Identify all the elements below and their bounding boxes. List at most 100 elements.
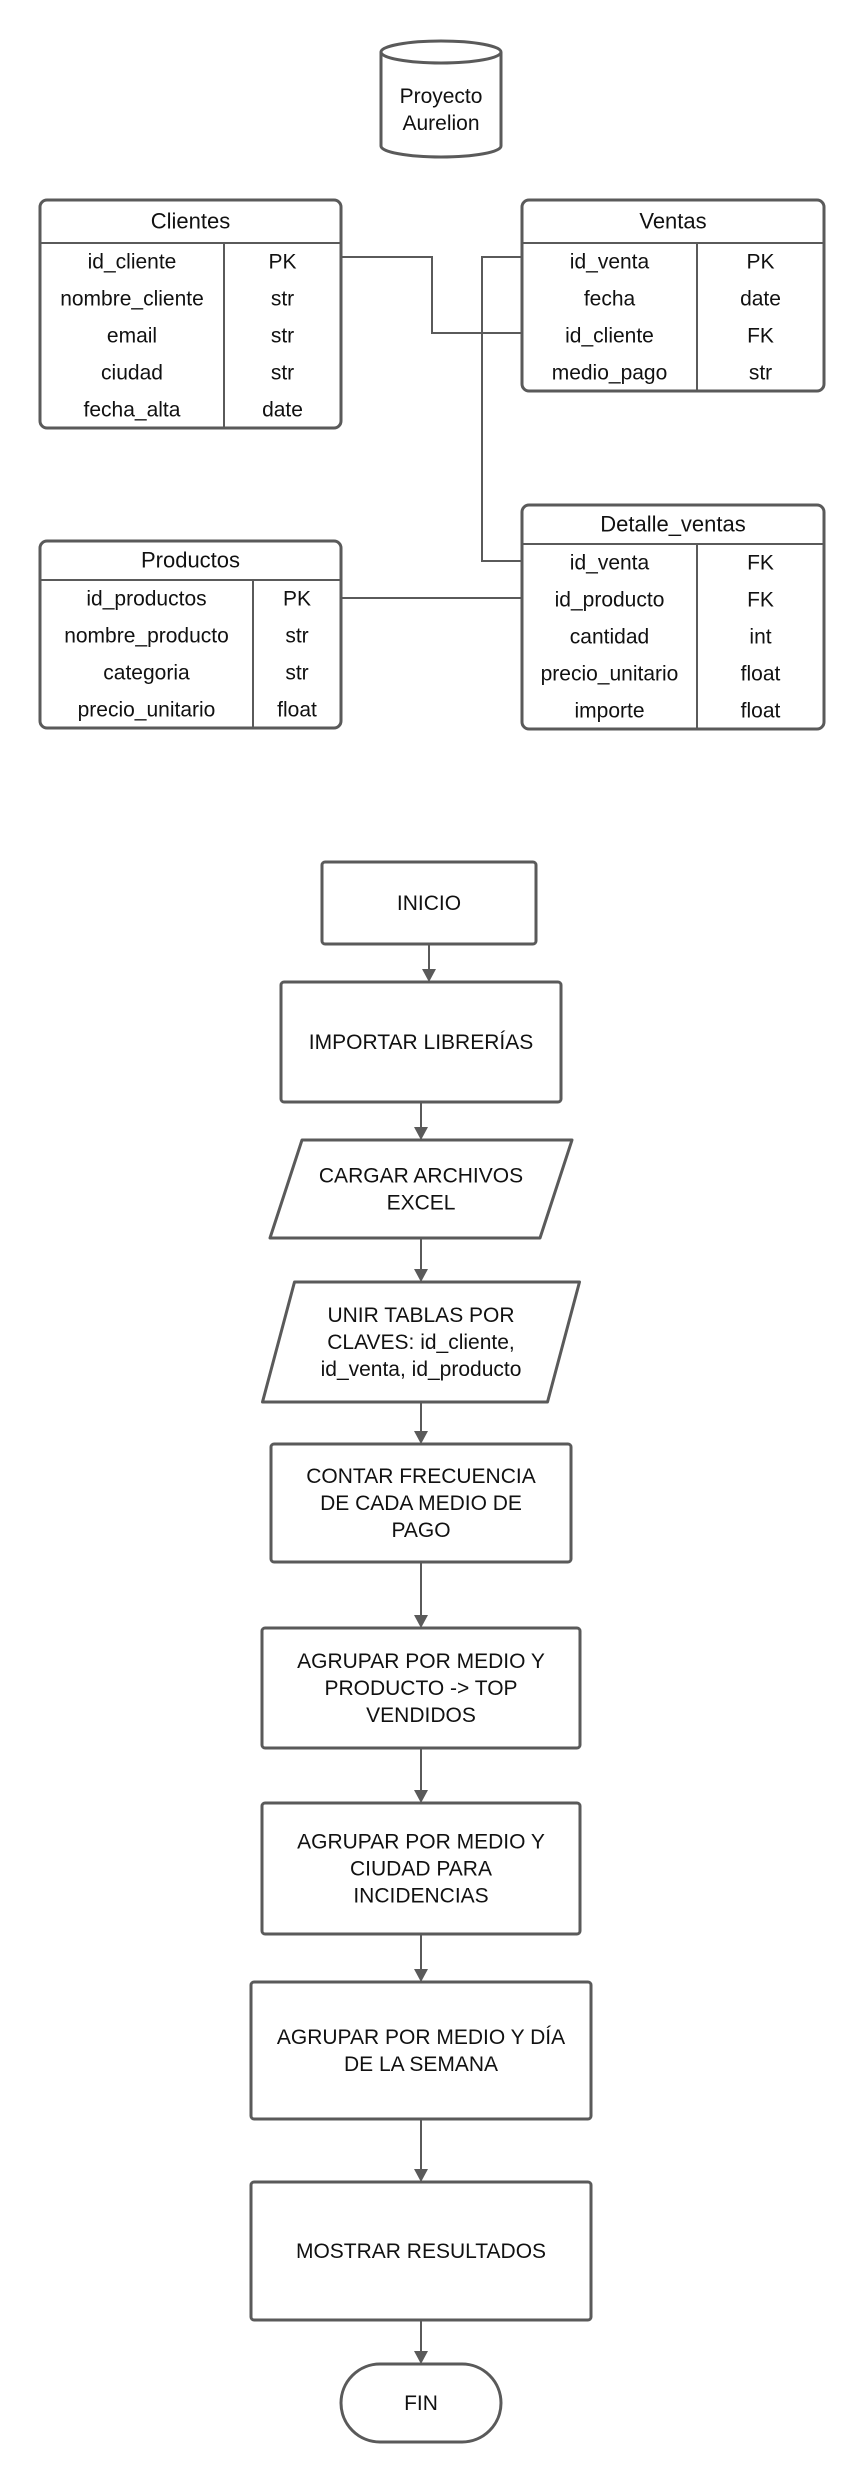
- field-name: cantidad: [570, 626, 649, 649]
- flow-arrow: [414, 1238, 428, 1282]
- flow-step-6: AGRUPAR POR MEDIO Y PRODUCTO -> TOP VENDID…: [260, 1626, 582, 1750]
- table-frame: [520, 503, 826, 731]
- table-title: Productos: [141, 548, 240, 573]
- flow-arrow: [414, 1748, 428, 1803]
- flow-arrow: [414, 2320, 428, 2364]
- step-label: MOSTRAR RESULTADOS: [296, 2240, 546, 2263]
- field-name: nombre_cliente: [60, 288, 204, 311]
- step-label: VENDIDOS: [366, 1704, 476, 1727]
- field-name: precio_unitario: [78, 699, 216, 722]
- table-title: Clientes: [151, 209, 230, 234]
- io-shape: [268, 1138, 574, 1240]
- flow-arrow: [414, 1562, 428, 1628]
- field-name: id_cliente: [88, 251, 177, 274]
- flow-arrow: [422, 944, 436, 982]
- arrow-head: [414, 1615, 428, 1628]
- step-label: AGRUPAR POR MEDIO Y DÍA: [277, 2026, 565, 2049]
- terminator-shape: [339, 2362, 503, 2444]
- arrow-head: [414, 1269, 428, 1282]
- table-ventas: Ventas id_venta PK fecha date id_cliente FK med…: [520, 198, 826, 393]
- table-frame: [38, 198, 343, 430]
- field-type: str: [271, 362, 294, 385]
- step-label: CIUDAD PARA: [350, 1858, 492, 1881]
- field-type: PK: [283, 588, 311, 611]
- flow-step-2: IMPORTAR LIBRERÍAS: [279, 980, 563, 1104]
- field-name: nombre_producto: [64, 625, 229, 648]
- step-label: UNIR TABLAS POR: [327, 1304, 514, 1327]
- step-label: id_venta, id_producto: [321, 1358, 522, 1381]
- database-label-line-1: Proyecto: [400, 85, 483, 108]
- arrow-head: [414, 2169, 428, 2182]
- field-type: PK: [268, 251, 296, 274]
- field-type: FK: [747, 552, 774, 575]
- field-type: PK: [746, 251, 774, 274]
- step-label: CLAVES: id_cliente,: [327, 1331, 515, 1354]
- field-name: id_venta: [570, 552, 650, 575]
- field-name: id_productos: [86, 588, 206, 611]
- field-type: FK: [747, 325, 774, 348]
- table-title: Ventas: [639, 209, 706, 234]
- database-top: [379, 39, 503, 65]
- flow-step-8: AGRUPAR POR MEDIO Y DÍA DE LA SEMANA: [249, 1980, 593, 2121]
- field-name: id_cliente: [565, 325, 654, 348]
- step-label: IMPORTAR LIBRERÍAS: [309, 1031, 533, 1054]
- field-type: str: [285, 625, 308, 648]
- flow-arrow: [414, 2119, 428, 2182]
- field-type: float: [741, 663, 781, 686]
- database-body: [379, 52, 503, 159]
- field-name: id_producto: [555, 589, 665, 612]
- step-label: EXCEL: [387, 1192, 456, 1215]
- field-type: int: [749, 626, 771, 649]
- table-title: Detalle_ventas: [600, 512, 746, 537]
- step-label: PAGO: [391, 1519, 450, 1542]
- field-type: str: [271, 288, 294, 311]
- field-name: email: [107, 325, 157, 348]
- field-type: float: [741, 700, 781, 723]
- flow-arrow: [414, 1934, 428, 1982]
- table-frame: [38, 539, 343, 730]
- field-name: fecha_alta: [84, 399, 181, 422]
- connector-clientes-ventas: [341, 256, 522, 334]
- table-frame: [520, 198, 826, 393]
- flow-step-10: FIN: [339, 2362, 503, 2444]
- step-label: INICIO: [397, 892, 461, 915]
- arrow-head: [414, 1127, 428, 1140]
- field-name: fecha: [584, 288, 636, 311]
- field-type: str: [749, 362, 772, 385]
- step-label: AGRUPAR POR MEDIO Y: [297, 1650, 545, 1673]
- connector-ventas-detalle: [481, 256, 522, 562]
- flow-step-1: INICIO: [320, 860, 538, 946]
- field-type: str: [271, 325, 294, 348]
- step-label: PRODUCTO -> TOP: [324, 1677, 517, 1700]
- field-type: date: [740, 288, 781, 311]
- flow-arrow: [414, 1402, 428, 1444]
- step-label: DE CADA MEDIO DE: [320, 1492, 522, 1515]
- step-label: CONTAR FRECUENCIA: [306, 1465, 535, 1488]
- field-name: categoria: [103, 662, 190, 685]
- field-name: id_venta: [570, 251, 650, 274]
- step-label: INCIDENCIAS: [353, 1885, 488, 1908]
- field-name: ciudad: [101, 362, 163, 385]
- database-cylinder: Proyecto Aurelion: [379, 39, 503, 159]
- flow-step-4: UNIR TABLAS POR CLAVES: id_cliente, id_ven…: [261, 1280, 581, 1404]
- field-name: medio_pago: [552, 362, 668, 385]
- field-name: importe: [574, 700, 644, 723]
- arrow-head: [414, 1790, 428, 1803]
- arrow-head: [414, 1969, 428, 1982]
- flow-step-5: CONTAR FRECUENCIA DE CADA MEDIO DE PAGO: [269, 1442, 573, 1564]
- arrow-head: [422, 969, 436, 982]
- io-shape: [261, 1280, 581, 1404]
- step-label: DE LA SEMANA: [344, 2053, 498, 2076]
- er-connectors: [341, 256, 522, 599]
- flow-step-9: MOSTRAR RESULTADOS: [249, 2180, 593, 2322]
- process-shape: [249, 1980, 593, 2121]
- field-name: precio_unitario: [541, 663, 679, 686]
- field-type: float: [277, 699, 317, 722]
- arrow-head: [414, 2351, 428, 2364]
